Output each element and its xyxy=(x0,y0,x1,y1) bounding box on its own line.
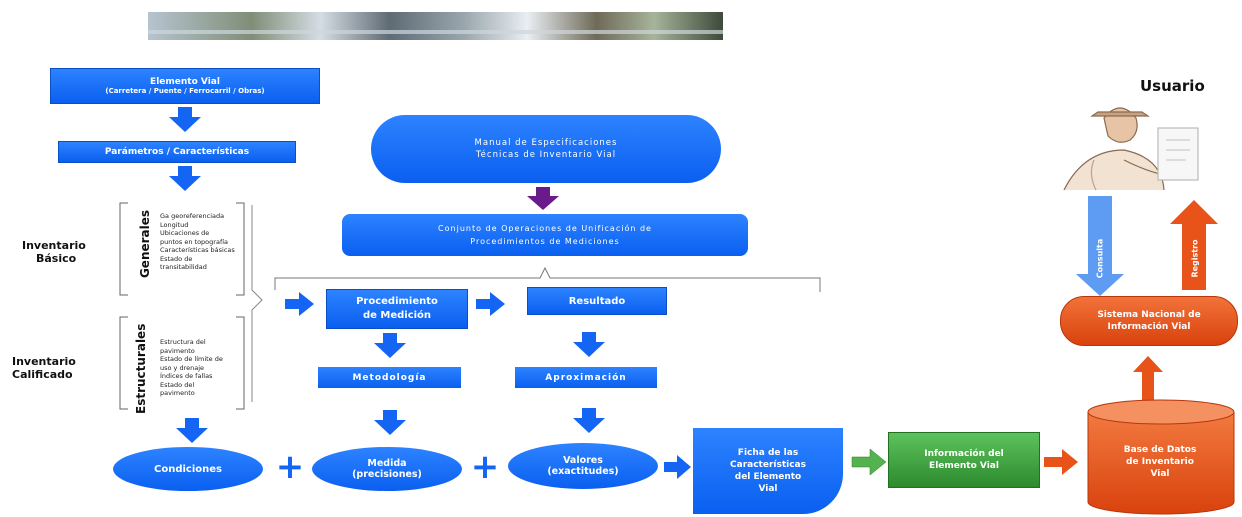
conjunto-line2: Procedimientos de Mediciones xyxy=(470,237,620,246)
down-arrow xyxy=(374,410,406,435)
estructurales-item: uso y drenaje xyxy=(160,363,205,372)
generales-bracket xyxy=(119,202,128,296)
elemento-vial-title: Elemento Vial xyxy=(150,77,220,87)
ficha-line4: Vial xyxy=(758,484,778,494)
estructurales-bracket xyxy=(119,316,128,410)
procedimiento-box: Procedimiento de Medición xyxy=(326,289,468,329)
road-photo-banner xyxy=(148,12,723,40)
green-right-arrow xyxy=(851,448,887,476)
manual-pill: Manual de Especificaciones Técnicas de I… xyxy=(371,115,721,183)
generales-items: Ga georeferenciada Longitud Ubicaciones … xyxy=(160,212,240,272)
generales-item: transitabilidad xyxy=(160,263,207,271)
inventario-calificado-line2: Calificado xyxy=(12,368,73,381)
sistema-line2: Información Vial xyxy=(1107,322,1191,332)
base-line3: Vial xyxy=(1150,469,1170,479)
procedimiento-line1: Procedimiento xyxy=(356,296,438,307)
registro-label: Registro xyxy=(1190,239,1200,278)
informacion-box: Información del Elemento Vial xyxy=(888,432,1040,488)
plus-sign: + xyxy=(275,447,305,487)
base-line1: Base de Datos xyxy=(1123,445,1197,455)
estructurales-item: Estado del xyxy=(160,380,195,389)
manual-line2: Técnicas de Inventario Vial xyxy=(475,150,617,160)
ficha-line2: Características xyxy=(730,460,806,470)
estructurales-item: pavimento xyxy=(160,346,195,355)
plus-sign: + xyxy=(470,447,500,487)
down-arrow xyxy=(374,333,406,358)
generales-item: puntos en topografía xyxy=(160,237,229,246)
manual-line1: Manual de Especificaciones xyxy=(474,138,618,148)
generales-item: Características básicas xyxy=(160,246,235,254)
inventario-calificado-line1: Inventario xyxy=(12,355,76,368)
purple-down-arrow xyxy=(527,187,559,210)
database-cylinder-top xyxy=(1087,399,1235,425)
informacion-line1: Información del xyxy=(924,449,1004,459)
generales-item: Longitud xyxy=(160,220,189,229)
down-arrow xyxy=(169,107,201,132)
sistema-line1: Sistema Nacional de xyxy=(1097,310,1201,320)
elemento-vial-box: Elemento Vial (Carretera / Puente / Ferr… xyxy=(50,68,320,104)
orange-right-arrow xyxy=(1044,449,1078,475)
estructurales-item: pavimento xyxy=(160,389,195,397)
medida-line1: Medida xyxy=(367,458,407,469)
ficha-line3: del Elemento xyxy=(734,472,802,482)
orange-up-arrow xyxy=(1133,356,1163,400)
condiciones-oval: Condiciones xyxy=(113,447,263,491)
valores-oval: Valores (exactitudes) xyxy=(508,443,658,489)
usuario-label: Usuario xyxy=(1140,77,1205,95)
metodologia-box: Metodología xyxy=(318,367,461,388)
down-arrow xyxy=(176,418,208,443)
ficha-document: Ficha de las Características del Element… xyxy=(693,428,843,514)
resultado-box: Resultado xyxy=(527,287,667,315)
generales-item: Estado de xyxy=(160,254,193,263)
user-illustration xyxy=(1063,107,1199,191)
inventario-calificado-label: Inventario Calificado xyxy=(12,355,76,381)
inventario-basico-label: Inventario Básico xyxy=(22,239,86,265)
aproximacion-box: Aproximación xyxy=(515,367,657,388)
inventario-basico-line1: Inventario xyxy=(22,239,86,252)
banner-road-lines xyxy=(148,30,723,34)
base-datos-text: Base de Datos de Inventario Vial xyxy=(1086,440,1234,484)
elemento-vial-subtitle: (Carretera / Puente / Ferrocarril / Obra… xyxy=(105,87,265,95)
estructurales-item: Índices de fallas xyxy=(160,372,213,380)
valores-line2: (exactitudes) xyxy=(547,466,619,477)
down-arrow xyxy=(573,408,605,433)
right-arrow xyxy=(664,455,691,479)
right-arrow xyxy=(285,292,314,316)
combined-brace xyxy=(251,205,263,402)
generales-label: Generales xyxy=(138,209,152,279)
generales-item: Ubicaciones de xyxy=(160,229,210,237)
estructurales-label: Estructurales xyxy=(134,323,148,414)
resultado-label: Resultado xyxy=(568,295,626,307)
aproximacion-label: Aproximación xyxy=(545,372,627,383)
medida-line2: (precisiones) xyxy=(352,469,422,480)
parametros-box: Parámetros / Características xyxy=(58,141,296,163)
estructurales-items: Estructura del pavimento Estado de límit… xyxy=(160,338,240,398)
sistema-pill: Sistema Nacional de Información Vial xyxy=(1060,296,1238,346)
inventario-basico-line2: Básico xyxy=(36,252,77,265)
condiciones-label: Condiciones xyxy=(154,463,222,475)
estructurales-item: Estado de límite de xyxy=(160,355,223,363)
down-arrow xyxy=(573,332,605,357)
ficha-line1: Ficha de las xyxy=(737,448,799,458)
conjunto-box: Conjunto de Operaciones de Unificación d… xyxy=(342,214,748,256)
right-arrow xyxy=(476,292,505,316)
conjunto-line1: Conjunto de Operaciones de Unificación d… xyxy=(438,224,652,233)
down-arrow xyxy=(169,166,201,191)
base-line2: de Inventario xyxy=(1126,457,1194,467)
informacion-line2: Elemento Vial xyxy=(929,461,999,471)
estructurales-item: Estructura del xyxy=(160,338,206,346)
generales-item: Ga georeferenciada xyxy=(160,212,225,220)
parametros-label: Parámetros / Características xyxy=(104,147,250,157)
consulta-label: Consulta xyxy=(1095,238,1105,279)
metodologia-label: Metodología xyxy=(352,372,427,383)
procedimiento-line2: de Medición xyxy=(362,310,432,321)
valores-line1: Valores xyxy=(563,455,603,466)
medida-oval: Medida (precisiones) xyxy=(312,447,462,491)
